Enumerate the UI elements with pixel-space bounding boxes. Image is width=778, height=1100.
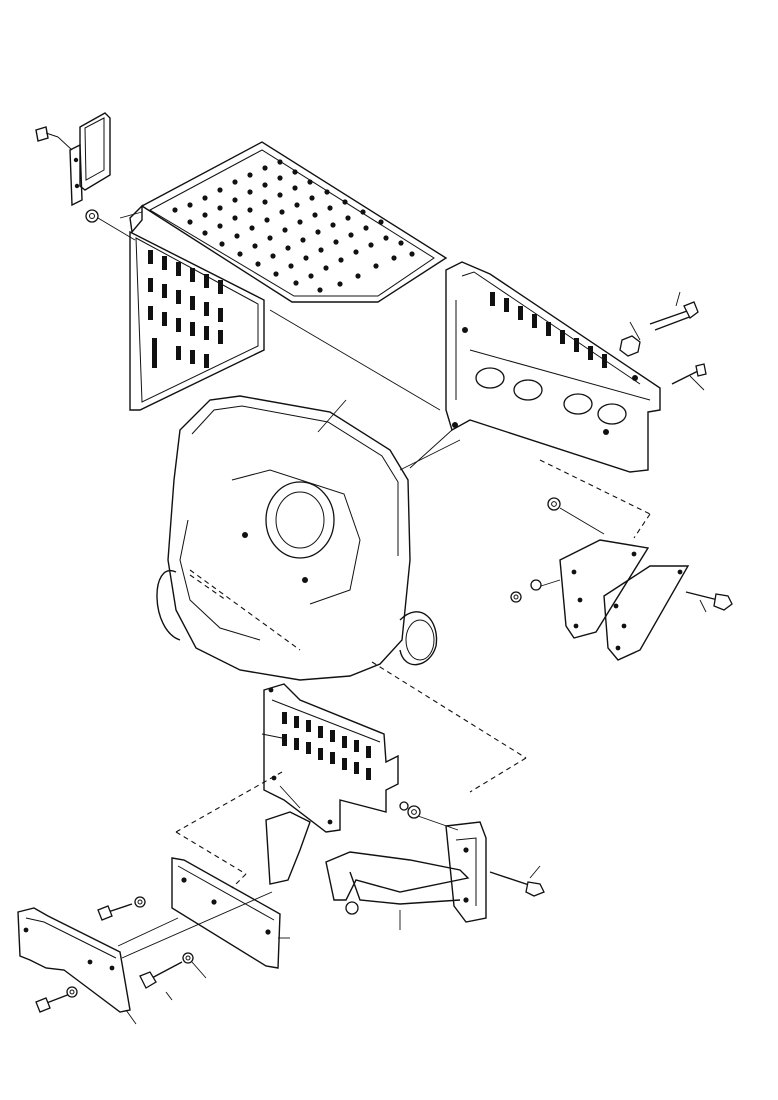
part-12-heat-shield-top [129, 141, 448, 411]
part-6-plate [171, 857, 290, 969]
part-8-bolt [139, 961, 183, 1001]
part-22-nut [547, 497, 605, 535]
part-16-bracket [409, 261, 661, 473]
part-2-support-frame [325, 821, 487, 930]
part-21-bolt [685, 591, 733, 613]
part-13-washer [85, 209, 136, 241]
part-4-washer [407, 805, 421, 819]
part-23-washer [530, 579, 561, 591]
part-9-bolt-lower [35, 993, 71, 1013]
part-17-nut [619, 321, 641, 357]
part-12-perforations [119, 159, 441, 411]
part-11-lower-shield [261, 683, 399, 833]
part-3-bolt [489, 865, 545, 897]
part-1-silencer [156, 395, 461, 681]
part-25-bracket [17, 907, 137, 1025]
part-7-washer [182, 952, 207, 979]
part-5-nut-upper [399, 801, 459, 831]
dashed-assembly-lines-lower [117, 771, 283, 959]
part-9-bolt-upper [97, 903, 133, 921]
part-18-upper-bolt [649, 291, 699, 331]
part-18-lower-bolt [671, 363, 707, 391]
part-11-lower-leg [265, 785, 311, 885]
part-24-nut [510, 591, 522, 603]
part-19-plate [603, 565, 690, 661]
part-15-bolt [35, 126, 73, 151]
part-14-bracket [69, 112, 111, 207]
dashed-assembly-lines-right [189, 459, 651, 793]
part-20-plate [559, 539, 650, 639]
part-10-washer-upper [134, 896, 146, 908]
part-10-washer-lower [66, 986, 78, 998]
